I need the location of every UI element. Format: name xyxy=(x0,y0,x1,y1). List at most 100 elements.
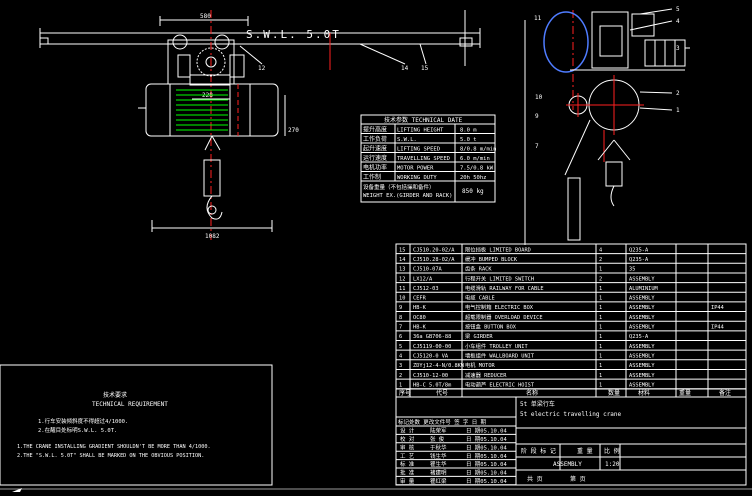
cable-loop xyxy=(543,11,589,73)
parts-cell-no: 5 xyxy=(399,344,402,350)
parts-cell-name: 按钮盒 BUTTON BOX xyxy=(465,323,517,331)
sheet-total: 共 页 xyxy=(527,475,543,483)
role-name: 瞿红梁 xyxy=(430,477,447,485)
parts-cell-mat: ASSEMBLY xyxy=(629,382,655,388)
parts-cell-no: 11 xyxy=(399,286,405,292)
callout-11: 11 xyxy=(534,15,542,22)
parts-cell-code: CJ510-12-00 xyxy=(413,373,448,379)
role-label: 标 准 xyxy=(400,460,415,468)
parts-header-weight: 重量 xyxy=(679,389,691,397)
parts-cell-no: 13 xyxy=(399,267,405,273)
weight-label-cn: 设备重量（不包括操和备件） xyxy=(363,183,435,191)
role-date: 日 期05.10.04 xyxy=(466,444,507,451)
parts-cell-name: 电机 MOTOR xyxy=(465,361,496,369)
role-date: 日 期05.10.04 xyxy=(466,436,507,443)
dim-side-label: 270 xyxy=(288,127,299,134)
pendant-button-box xyxy=(567,177,581,241)
tech-row-cn: 提升高度 xyxy=(363,126,387,134)
dim-top-label: 580 xyxy=(200,13,211,20)
parts-cell-qty: 1 xyxy=(599,334,602,340)
parts-cell-code: HB-K xyxy=(413,305,427,311)
parts-cell-mat: ASSEMBLY xyxy=(629,315,655,321)
role-label: 校 对 xyxy=(400,435,415,443)
parts-cell-qty: 2 xyxy=(599,276,602,282)
technical-requirements: 技术要求 TECHNICAL REQUIREMENT 1.行车安装倾斜度不得超过… xyxy=(0,364,273,486)
requirement-header-en: TECHNICAL REQUIREMENT xyxy=(92,401,168,408)
callout-3: 3 xyxy=(676,45,680,52)
tech-row-value: 6.0 m/min xyxy=(460,156,490,162)
parts-cell-qty: 1 xyxy=(599,325,602,331)
parts-cell-no: 7 xyxy=(399,325,402,331)
tech-row-en: WORKING DUTY xyxy=(397,175,437,181)
parts-cell-no: 1 xyxy=(399,382,402,388)
parts-cell-code: CJ510-07A xyxy=(413,267,443,273)
parts-cell-code: CJ5120-0 VA xyxy=(413,353,449,359)
weight-value: 850 kg xyxy=(462,188,484,195)
parts-cell-code: HB-K xyxy=(413,325,427,331)
parts-cell-qty: 1 xyxy=(599,353,602,359)
parts-cell-mat: 35 xyxy=(629,267,635,273)
parts-cell-qty: 1 xyxy=(599,296,602,302)
parts-cell-mat: Q235-A xyxy=(629,257,649,263)
parts-cell-name: 齿条 RACK xyxy=(465,265,492,273)
parts-cell-no: 6 xyxy=(399,334,402,340)
callout-14: 14 xyxy=(401,65,409,72)
parts-cell-qty: 1 xyxy=(599,286,602,292)
hook xyxy=(206,195,223,220)
parts-cell-qty: 1 xyxy=(599,305,602,311)
role-date: 日 期05.10.04 xyxy=(466,453,507,460)
parts-cell-code: CEFR xyxy=(413,296,427,302)
weight-col-label: 重 量 xyxy=(577,447,593,455)
role-date: 日 期05.10.04 xyxy=(466,461,507,468)
parts-cell-mat: ASSEMBLY xyxy=(629,305,655,311)
parts-cell-remark: IP44 xyxy=(711,325,724,331)
parts-cell-name: 电缆 CABLE xyxy=(465,294,495,302)
parts-cell-no: 10 xyxy=(399,296,405,302)
parts-cell-code: CJ510.28-02/A xyxy=(413,257,455,263)
drum-windings xyxy=(176,89,228,131)
role-name: 于秋华 xyxy=(430,443,447,451)
parts-header-remark: 备注 xyxy=(719,389,731,397)
parts-cell-no: 14 xyxy=(399,257,405,263)
parts-cell-code: OC80 xyxy=(413,315,426,321)
stage-label: 阶 段 标 记 xyxy=(521,447,556,455)
parts-cell-code: LX12/A xyxy=(413,276,433,282)
parts-cell-mat: ASSEMBLY xyxy=(629,296,655,302)
tech-row-cn: 起升速度 xyxy=(363,145,387,153)
parts-cell-mat: ASSEMBLY xyxy=(629,344,655,350)
parts-cell-qty: 1 xyxy=(599,373,602,379)
role-date: 日 期05.10.04 xyxy=(466,470,507,477)
drawing-title-en: 5t electric travelling crane xyxy=(520,411,622,418)
parts-cell-name: 减速器 REDUCER xyxy=(465,371,507,379)
parts-cell-mat: ASSEMBLY xyxy=(629,276,655,282)
parts-cell-mat: ASSEMBLY xyxy=(629,363,655,369)
parts-cell-no: 3 xyxy=(399,363,402,369)
scale-value: 1:20 xyxy=(605,461,620,468)
parts-cell-name: 电动葫芦 ELECTRIC HOIST xyxy=(465,380,535,388)
role-label: 审 核 xyxy=(400,443,415,451)
scale-col-label: 比 例 xyxy=(604,447,620,455)
parts-cell-name: 超载限制器 OVERLOAD DEVICE xyxy=(465,313,543,321)
callout-12: 12 xyxy=(258,65,266,72)
parts-cell-no: 2 xyxy=(399,373,402,379)
hook-block xyxy=(203,159,221,197)
parts-cell-no: 12 xyxy=(399,276,405,282)
role-label: 设 计 xyxy=(400,427,415,435)
tech-row-en: S.W.L. xyxy=(397,137,417,143)
role-date: 日 期05.10.04 xyxy=(466,478,507,485)
parts-cell-mat: ALUMINIUM xyxy=(629,286,658,292)
tech-row-cn: 运行速度 xyxy=(363,154,387,162)
tech-row-value: 8.0 m xyxy=(460,128,477,134)
requirement-line-1: 1.行车安装倾斜度不得超过4/1000. xyxy=(38,417,128,425)
parts-cell-code: ZDYj12-4-N/0.8KW xyxy=(413,363,465,369)
tech-row-cn: 电机功率 xyxy=(363,164,387,172)
parts-cell-qty: 1 xyxy=(599,267,602,273)
parts-header-mat: 材料 xyxy=(638,389,650,397)
callout-1: 1 xyxy=(676,107,680,114)
requirement-line-2: 2.在醒目处标明S.W.L. 5.0T. xyxy=(38,426,117,434)
parts-cell-name: 缓冲 BUMPED BLOCK xyxy=(465,255,518,263)
parts-cell-no: 9 xyxy=(399,305,402,311)
weight-label-en: WEIGHT EX.(GIRDER AND RACK) xyxy=(363,193,452,199)
tech-row-value: 20h 50hz xyxy=(460,175,487,181)
